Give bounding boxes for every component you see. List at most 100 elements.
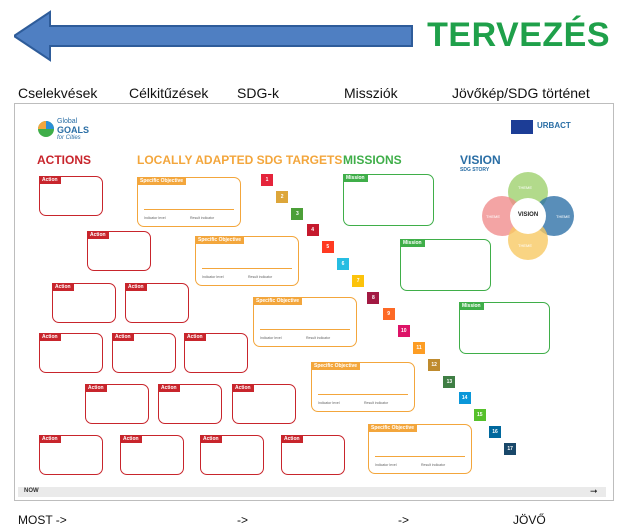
action-card[interactable]: Action xyxy=(39,176,103,216)
objective-card[interactable]: Specific Objective Indicator level Resul… xyxy=(368,424,472,474)
page-title: TERVEZÉS xyxy=(427,16,610,54)
action-tag: Action xyxy=(281,435,303,443)
target-label: Result indicator xyxy=(421,463,446,467)
objective-tag: Specific Objective xyxy=(368,424,418,432)
now-label: NOW xyxy=(24,488,39,494)
action-tag: Action xyxy=(125,283,147,291)
sdg-goal-icon: 6 xyxy=(337,258,349,270)
target-label: Result indicator xyxy=(190,216,215,220)
sdg-goal-icon: 10 xyxy=(397,325,410,338)
vision-diagram: VISION THEME THEME THEME THEME xyxy=(478,170,578,270)
sdg-goal-icon: 1 xyxy=(261,174,273,186)
theme-label: THEME xyxy=(518,243,532,248)
objective-tag: Specific Objective xyxy=(195,236,245,244)
action-card[interactable]: Action xyxy=(120,435,184,475)
action-card[interactable]: Action xyxy=(52,283,116,323)
targets-heading: LOCALLY ADAPTED SDG TARGETS xyxy=(137,153,343,167)
stage-label-actions: Cselekvések xyxy=(18,85,98,101)
objective-card[interactable]: Specific Objective Indicator level Resul… xyxy=(253,297,357,347)
actions-heading: ACTIONS xyxy=(37,153,91,167)
divider xyxy=(144,209,234,210)
action-card[interactable]: Action xyxy=(184,333,248,373)
action-tag: Action xyxy=(120,435,142,443)
stage-label-vision: Jövőkép/SDG történet xyxy=(452,85,590,101)
action-card[interactable]: Action xyxy=(112,333,176,373)
action-tag: Action xyxy=(39,333,61,341)
timeline-arrow: -> xyxy=(237,513,249,527)
target-label: Result indicator xyxy=(306,336,331,340)
action-card[interactable]: Action xyxy=(87,231,151,271)
indicator-label: Indicator level xyxy=(318,401,340,405)
indicator-label: Indicator level xyxy=(260,336,282,340)
vision-center-circle xyxy=(510,198,546,234)
mission-tag: Mission xyxy=(400,239,425,247)
objective-tag: Specific Objective xyxy=(137,177,187,185)
theme-label: THEME xyxy=(556,214,570,219)
objective-card[interactable]: Specific Objective Indicator level Resul… xyxy=(137,177,241,227)
timeline-arrow: -> xyxy=(398,513,410,527)
sdg-goal-icon: 4 xyxy=(306,224,319,237)
sdg-goal-icon: 11 xyxy=(413,342,425,354)
sdg-goal-icon: 14 xyxy=(458,392,471,405)
sdg-goal-icon: 2 xyxy=(276,190,289,203)
action-tag: Action xyxy=(39,176,61,184)
divider xyxy=(260,329,350,330)
eu-flag-icon xyxy=(511,120,533,134)
action-card[interactable]: Action xyxy=(125,283,189,323)
divider xyxy=(318,394,408,395)
sdg-goal-icon: 3 xyxy=(291,207,304,220)
back-arrow-icon[interactable] xyxy=(14,10,414,62)
logo-line2: GOALS xyxy=(57,125,90,135)
sdg-goal-icon: 17 xyxy=(504,442,517,455)
action-tag: Action xyxy=(184,333,206,341)
indicator-label: Indicator level xyxy=(202,275,224,279)
action-tag: Action xyxy=(87,231,109,239)
theme-label: THEME xyxy=(486,214,500,219)
action-tag: Action xyxy=(158,384,180,392)
logo-line1: Global xyxy=(57,118,78,125)
indicator-label: Indicator level xyxy=(375,463,397,467)
objective-card[interactable]: Specific Objective Indicator level Resul… xyxy=(195,236,299,286)
stage-label-sdgs: SDG-k xyxy=(237,85,279,101)
divider xyxy=(202,268,292,269)
vision-subheading: SDG STORY xyxy=(460,167,490,173)
objective-tag: Specific Objective xyxy=(253,297,303,305)
action-card[interactable]: Action xyxy=(158,384,222,424)
objective-tag: Specific Objective xyxy=(311,362,361,370)
action-card[interactable]: Action xyxy=(281,435,345,475)
stage-label-missions: Missziók xyxy=(344,85,398,101)
timeline-bar xyxy=(18,487,606,497)
logo-line3: for Cities xyxy=(57,135,81,141)
mission-card[interactable]: Mission xyxy=(459,302,550,354)
sdg-goal-icon: 13 xyxy=(443,375,456,388)
mission-card[interactable]: Mission xyxy=(400,239,491,291)
objective-card[interactable]: Specific Objective Indicator level Resul… xyxy=(311,362,415,412)
sdg-goal-icon: 9 xyxy=(382,308,395,321)
theme-label: THEME xyxy=(518,185,532,190)
sdg-goal-icon: 5 xyxy=(321,241,334,254)
indicator-label: Indicator level xyxy=(144,216,166,220)
action-tag: Action xyxy=(112,333,134,341)
action-tag: Action xyxy=(200,435,222,443)
urbact-logo: URBACT xyxy=(537,121,571,130)
action-card[interactable]: Action xyxy=(39,333,103,373)
mission-tag: Mission xyxy=(343,174,368,182)
action-card[interactable]: Action xyxy=(200,435,264,475)
action-tag: Action xyxy=(52,283,74,291)
action-card[interactable]: Action xyxy=(39,435,103,475)
action-tag: Action xyxy=(85,384,107,392)
stage-label-objectives: Célkitűzések xyxy=(129,85,209,101)
globe-icon xyxy=(38,121,54,137)
action-card[interactable]: Action xyxy=(232,384,296,424)
mission-card[interactable]: Mission xyxy=(343,174,434,226)
mission-tag: Mission xyxy=(459,302,484,310)
sdg-goal-icon: 16 xyxy=(489,426,501,438)
vision-center-label: VISION xyxy=(517,212,539,218)
action-card[interactable]: Action xyxy=(85,384,149,424)
sdg-goal-icon: 7 xyxy=(352,274,365,287)
sdg-goal-icon: 8 xyxy=(367,291,380,304)
sdg-goal-icon: 12 xyxy=(428,358,441,371)
action-tag: Action xyxy=(232,384,254,392)
arrow-right-icon: ➞ xyxy=(590,486,598,496)
